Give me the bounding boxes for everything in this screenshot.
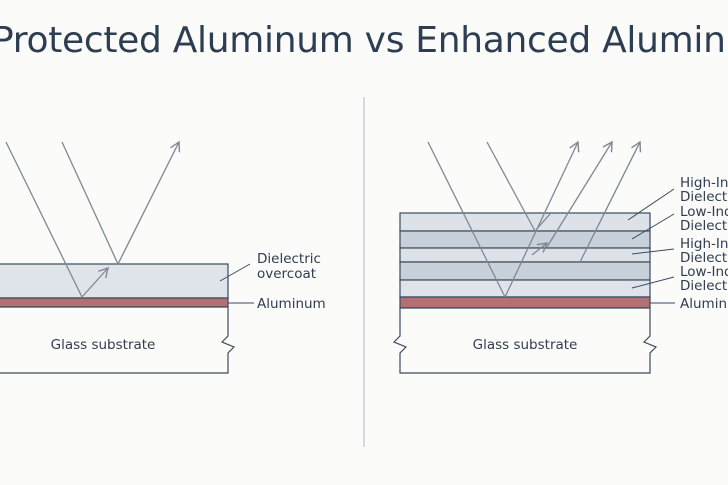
dielectric-label-line2: overcoat bbox=[257, 266, 316, 282]
low-index-2-leader bbox=[631, 276, 675, 289]
low-index-2-label-line1: Low-Index bbox=[680, 264, 728, 280]
high-index-layer-1 bbox=[399, 212, 651, 232]
reflected-ray-aluminum bbox=[504, 140, 580, 298]
high-index-2-label-line2: Dielectric bbox=[680, 250, 728, 266]
reflected-ray-3 bbox=[579, 140, 642, 263]
aluminum-layer bbox=[399, 296, 651, 309]
dielectric-leader bbox=[219, 263, 251, 282]
dielectric-overcoat-layer bbox=[0, 263, 229, 299]
protected-substrate-label: Glass substrate bbox=[51, 337, 156, 353]
high-index-2-leader bbox=[631, 248, 675, 255]
minor-ray bbox=[531, 242, 549, 256]
glass-substrate bbox=[392, 307, 658, 374]
low-index-1-label-line1: Low-Index bbox=[680, 204, 728, 220]
high-index-2-label-line1: High-Index bbox=[680, 236, 728, 252]
reflected-ray-2 bbox=[546, 140, 613, 248]
low-index-2-label-line2: Dielectric bbox=[680, 278, 728, 294]
aluminum-label: Aluminum bbox=[257, 296, 326, 312]
low-index-1-leader bbox=[631, 213, 675, 240]
low-index-1-label-line2: Dielectric bbox=[680, 218, 728, 234]
aluminum-label: Aluminum bbox=[680, 296, 728, 312]
base-dielectric-layer bbox=[399, 279, 651, 298]
diagram-title: Protected Aluminum vs Enhanced Aluminum bbox=[0, 20, 728, 61]
low-index-layer-2 bbox=[399, 261, 651, 281]
aluminum-layer bbox=[0, 297, 229, 308]
enhanced-substrate-label: Glass substrate bbox=[473, 337, 578, 353]
incident-ray-1 bbox=[427, 141, 506, 298]
incident-ray-2 bbox=[486, 141, 536, 232]
incident-ray-2 bbox=[61, 141, 119, 265]
high-index-1-leader bbox=[627, 188, 675, 221]
low-index-layer-1 bbox=[399, 230, 651, 249]
reflected-ray bbox=[117, 140, 181, 265]
high-index-1-label-line1: High-Index bbox=[680, 175, 728, 191]
glass-substrate bbox=[0, 306, 236, 374]
refracted-ray bbox=[81, 266, 109, 298]
enhanced-aluminum-stack: Glass substrate High-Index Dielectric Lo… bbox=[392, 140, 728, 374]
dielectric-label-line1: Dielectric bbox=[257, 251, 321, 267]
reflected-ray-interface bbox=[534, 213, 551, 232]
protected-aluminum-stack: Glass substrate Dielectric overcoat Alum… bbox=[0, 140, 326, 374]
incident-ray-1 bbox=[5, 141, 83, 298]
high-index-1-label-line2: Dielectric bbox=[680, 189, 728, 205]
